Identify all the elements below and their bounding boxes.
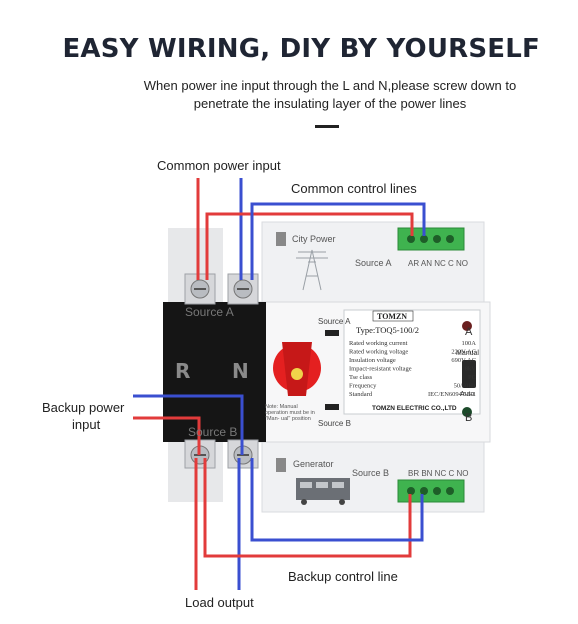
indicator-b-label: B [465, 412, 472, 424]
indicator-lamp-a [462, 321, 472, 331]
source-a-left-label: Source A [185, 305, 234, 319]
switch-source-a-label: Source A [318, 317, 351, 326]
page-title: EASY WIRING, DIY BY YOURSELF [62, 34, 540, 64]
source-b-left-label: Source B [188, 425, 237, 439]
top-control-terminal-block [397, 227, 465, 251]
manual-operation-note: Note: Manual operation must be in "Man- … [265, 404, 315, 422]
company-label: TOMZN ELECTRIC CO.,LTD [372, 405, 457, 412]
brand-box [372, 310, 414, 322]
spec-name: Impact-resistant voltage [349, 366, 412, 373]
brand-label: TOMZN [377, 312, 407, 321]
power-tower-icon [296, 249, 328, 291]
top-terminal-labels: AR AN NC C NO [408, 259, 468, 268]
spec-name: Tse class [349, 374, 373, 381]
manual-auto-switch[interactable] [462, 360, 476, 388]
module-tag-icon [276, 232, 286, 246]
callout-backup-power-input-2: input [72, 417, 101, 432]
switch-source-b-label: Source B [318, 419, 351, 428]
divider [315, 125, 339, 128]
callout-common-control-lines: Common control lines [291, 181, 417, 196]
callout-backup-control-line: Backup control line [288, 569, 398, 584]
spec-name: Rated working voltage [349, 349, 408, 356]
spec-value: PC [468, 374, 476, 381]
wire-backup-n [133, 394, 244, 455]
bottom-terminal-labels: BR BN NC C NO [408, 469, 468, 478]
rotary-knob[interactable] [273, 342, 321, 396]
wire-control-ar [205, 212, 414, 280]
subtitle-line-1: When power ine input through the L and N… [143, 78, 517, 93]
r-label: R [175, 359, 190, 383]
subtitle-line-2: penetrate the insulating layer of the po… [193, 96, 467, 111]
spec-value: 220V AC [451, 349, 476, 356]
spec-table: Rated working current 100A Rated working v… [349, 340, 476, 398]
spec-name: Rated working current [349, 340, 408, 347]
source-a-slot [325, 330, 339, 336]
callout-load-output: Load output [185, 595, 254, 610]
wire-control-br [203, 458, 412, 558]
type-label: Type:TOQ5-100/2 [356, 325, 419, 335]
source-b-bottom-label: Source B [352, 468, 389, 478]
spec-value: 690V AC [451, 357, 476, 364]
wire-control-an [250, 202, 426, 280]
callout-common-power-input: Common power input [157, 158, 281, 173]
n-label: N [232, 359, 249, 383]
spec-value: 100A [462, 340, 477, 347]
spec-name: Insulation voltage [349, 357, 396, 364]
callout-backup-power-input-1: Backup power [42, 400, 125, 415]
wire-backup-l [133, 416, 201, 455]
wire-control-bn [250, 458, 424, 542]
spec-value: 8kV [465, 366, 477, 373]
source-a-top-label: Source A [355, 258, 392, 268]
label-plate [343, 309, 481, 415]
spec-name: Standard [349, 391, 373, 398]
spec-value: IEC/EN60947-6-1 [428, 391, 476, 398]
generator-label: Generator [293, 459, 334, 469]
source-b-slot [325, 404, 339, 410]
indicator-a-label: A [465, 326, 473, 338]
mode-auto-label: Auto [460, 391, 475, 398]
spec-value: 50/60Hz [454, 383, 477, 390]
bottom-control-terminal-block [397, 479, 465, 503]
module-tag-icon [276, 458, 286, 472]
city-power-label: City Power [292, 234, 336, 244]
spec-name: Frequency [349, 383, 377, 390]
mode-manual-label: Manual [456, 350, 479, 357]
indicator-lamp-b [462, 407, 472, 417]
generator-icon [296, 478, 350, 505]
